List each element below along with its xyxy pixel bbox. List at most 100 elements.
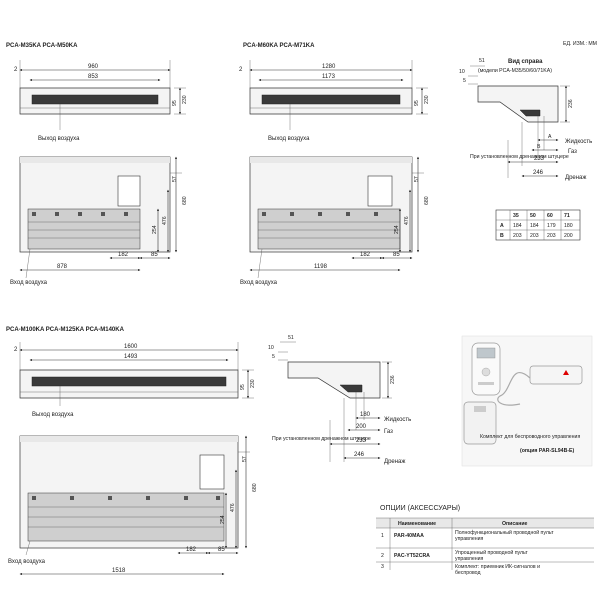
medium-pipe-box — [367, 175, 393, 207]
side-liquid: Жидкость — [565, 139, 592, 145]
side2-drain-note: При установленном дренажном штуцере — [272, 436, 371, 442]
large-dim-total: 1600 — [124, 344, 138, 350]
dim-table-header: 35 — [513, 213, 519, 219]
side-dim-b: B — [537, 144, 541, 150]
medium-dim-edge: 2 — [239, 67, 243, 73]
small-dim-b2: 85 — [151, 252, 158, 258]
large-title: PCA-M100KA PCA-M125KA PCA-M140KA — [6, 327, 125, 333]
dim-table-cell: 184 — [513, 223, 522, 229]
side-view-top: Вид справа (модели PCA-M35/50/60/71KA) 5… — [459, 58, 592, 181]
side-dim-5: 5 — [463, 78, 466, 84]
side2-dim-10: 10 — [268, 345, 274, 351]
units-label: ЕД. ИЗМ.: ММ — [563, 41, 597, 47]
medium-dim-b1: 182 — [360, 252, 371, 258]
side2-dim-5: 5 — [272, 354, 275, 360]
medium-dim-h3: 57 — [414, 176, 420, 182]
side2-dim-233: 233 — [356, 438, 367, 444]
unit-small-drawing: PCA-M35KA PCA-M50KA 960 2 853 230 95 Вых… — [6, 43, 188, 286]
options-row-name: PAC-YT52CRA — [394, 553, 430, 559]
medium-dim-total: 1280 — [322, 64, 336, 70]
options-title: ОПЦИИ (АКСЕССУАРЫ) — [380, 505, 460, 512]
large-label-in: Вход воздуха — [8, 559, 46, 565]
large-dim-h1: 95 — [240, 384, 246, 390]
large-dim-v1: 680 — [252, 483, 258, 492]
side2-dim-246: 246 — [354, 452, 365, 458]
small-dim-bottom: 878 — [57, 264, 68, 270]
dim-table-cell: B — [500, 233, 504, 239]
medium-dim-v1: 680 — [424, 196, 430, 205]
dim-table-cell: 184 — [530, 223, 539, 229]
dim-table-header: 50 — [530, 213, 536, 219]
large-front-outlet — [31, 376, 227, 387]
large-dim-h3: 57 — [242, 456, 248, 462]
medium-dim-bottom: 1198 — [314, 264, 328, 270]
side2-dim-51: 51 — [288, 335, 294, 341]
side-subtitle: (модели PCA-M35/50/60/71KA) — [478, 68, 552, 74]
small-label-out: Выход воздуха — [38, 136, 80, 142]
accessory-option: (опция PAR-SL94B-E) — [520, 448, 575, 454]
options-header: Описание — [502, 521, 528, 527]
medium-dim-v3: 254 — [394, 225, 400, 234]
side-drain-note: При установленном дренажном штуцере — [470, 154, 569, 160]
medium-label-in: Вход воздуха — [240, 280, 278, 286]
small-pipe-box — [117, 175, 141, 207]
options-section: ОПЦИИ (АКСЕССУАРЫ) Наименование Описание 1… — [376, 505, 594, 576]
side2-gas: Газ — [384, 429, 393, 435]
side2-drain: Дренаж — [384, 459, 405, 465]
options-row-num: 3 — [381, 564, 384, 570]
dim-table-cell: 203 — [513, 233, 522, 239]
side-title: Вид справа — [508, 59, 543, 65]
dim-table-cell: 179 — [547, 223, 556, 229]
small-dim-inner: 853 — [88, 74, 99, 80]
small-dim-h3: 57 — [172, 176, 178, 182]
options-header: Наименование — [398, 521, 436, 527]
large-pipe-box — [199, 454, 225, 490]
unit-large-drawing: PCA-M100KA PCA-M125KA PCA-M140KA 1600 2 … — [6, 327, 258, 576]
dim-table-cell: 203 — [547, 233, 556, 239]
dim-table-cell: 200 — [564, 233, 573, 239]
small-dim-h1: 95 — [172, 100, 178, 106]
medium-title: PCA-M60KA PCA-M71KA — [243, 43, 315, 49]
large-dim-bottom: 1518 — [112, 568, 126, 574]
large-dim-v2: 476 — [230, 503, 236, 512]
large-dim-v3: 254 — [220, 515, 226, 524]
small-title: PCA-M35KA PCA-M50KA — [6, 43, 78, 49]
side-dim-51: 51 — [479, 58, 485, 64]
side-dim-236: 236 — [568, 99, 574, 108]
medium-label-out: Выход воздуха — [268, 136, 310, 142]
large-label-out: Выход воздуха — [32, 412, 74, 418]
side-dim-10: 10 — [459, 69, 465, 75]
accessory-caption: Комплект для беспроводного управления — [480, 434, 580, 440]
options-row-name: PAR-40MAA — [394, 533, 424, 539]
large-grille-slots — [28, 496, 224, 528]
small-dim-total: 960 — [88, 64, 99, 70]
side2-profile — [287, 361, 381, 399]
medium-dim-v2: 476 — [404, 216, 410, 225]
medium-front-outlet — [261, 94, 401, 105]
unit-medium-drawing: PCA-M60KA PCA-M71KA 1280 2 1173 230 95 В… — [239, 43, 430, 286]
large-dim-b2: 85 — [218, 547, 225, 553]
side-dim-a: A — [548, 134, 552, 140]
dim-table-header: 60 — [547, 213, 553, 219]
medium-grille-slots — [258, 212, 400, 239]
dim-table-cell: 180 — [564, 223, 573, 229]
large-dim-edge: 2 — [14, 347, 18, 353]
side2-dim-236: 236 — [390, 375, 396, 384]
large-dim-h2: 230 — [250, 379, 256, 388]
small-dim-b1: 182 — [118, 252, 129, 258]
medium-dim-b2: 85 — [393, 252, 400, 258]
small-dim-v1: 680 — [182, 196, 188, 205]
large-dim-b1: 182 — [186, 547, 197, 553]
small-grille-slots — [28, 212, 140, 239]
side2-liquid: Жидкость — [384, 417, 411, 423]
medium-dim-inner: 1173 — [322, 74, 336, 80]
small-front-outlet — [31, 94, 159, 105]
options-row-num: 1 — [381, 533, 384, 539]
small-dim-v2: 476 — [162, 216, 168, 225]
side-drain: Дренаж — [565, 175, 586, 181]
